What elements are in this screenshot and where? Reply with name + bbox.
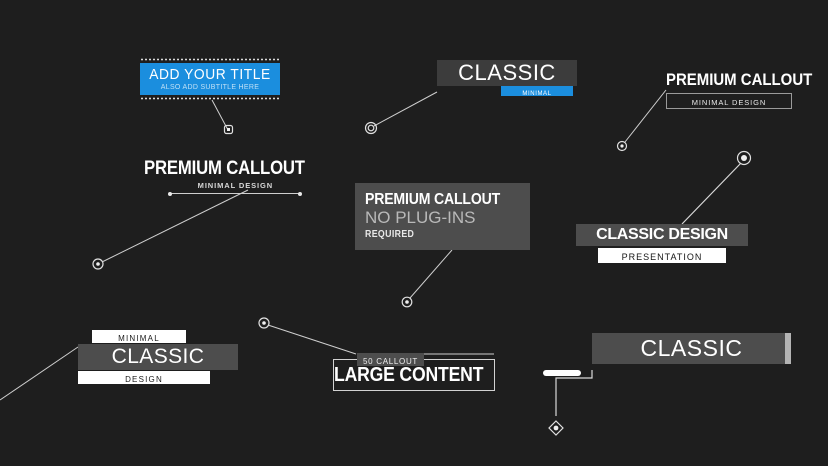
center-box-line1: PREMIUM CALLOUT [365,191,501,208]
callout-premium-left[interactable]: PREMIUM CALLOUT MINIMAL DESIGN [144,158,327,196]
classic-design-bar: CLASSIC DESIGN [576,224,748,246]
dotted-rule-bottom [140,97,280,100]
callout-minimal-stack[interactable]: MINIMAL CLASSIC DESIGN [78,330,238,384]
presentation-bar: PRESENTATION [598,248,726,263]
classic-bar-accent [785,333,791,364]
premium-left-connector [92,189,249,270]
stack-bottom-bar: DESIGN [78,371,210,384]
large-content-box: LARGE CONTENT [333,359,495,391]
classic-bar-connector [548,370,593,436]
center-box-line2: NO PLUG-INS [365,208,476,227]
classic-bar-pill [543,370,581,376]
premium-right-subtitle-box: MINIMAL DESIGN [666,93,792,109]
premium-left-title: PREMIUM CALLOUT [144,158,305,179]
stack-top-bar: MINIMAL [92,330,186,343]
large-content-tag-text: 50 CALLOUT [363,357,419,366]
blue-subtitle-text: ALSO ADD SUBTITLE HERE [160,84,260,91]
rule-dot-left [168,191,173,196]
dotted-rule-top [140,58,280,61]
callout-classic-minimal[interactable]: CLASSIC MINIMAL [437,60,577,97]
premium-left-rule [168,191,303,196]
presentation-text: PRESENTATION [621,252,703,262]
stack-bottom-text: DESIGN [125,375,163,384]
minimal-badge-text: MINIMAL [522,91,552,97]
minimal-badge: MINIMAL [501,86,573,97]
stack-top-text: MINIMAL [118,334,160,343]
premium-right-title: PREMIUM CALLOUT [666,70,813,89]
large-content-title: LARGE CONTENT [334,364,484,386]
classic-title-text: CLASSIC [458,60,556,85]
callout-classic-design[interactable]: CLASSIC DESIGN PRESENTATION [576,224,748,263]
premium-right-subtitle: MINIMAL DESIGN [691,98,767,107]
center-box-line3: REQUIRED [365,229,415,240]
callout-blue-title[interactable]: ADD YOUR TITLE ALSO ADD SUBTITLE HERE [140,58,280,100]
classic-minimal-connector [364,91,438,135]
classic-design-title: CLASSIC DESIGN [596,226,728,243]
large-content-connector [258,317,494,355]
classic-bar-panel: CLASSIC [592,333,791,364]
classic-bar: CLASSIC [437,60,577,86]
callout-premium-right[interactable]: PREMIUM CALLOUT MINIMAL DESIGN [666,70,828,109]
classic-design-connector [681,150,752,225]
callout-large-content[interactable]: 50 CALLOUT LARGE CONTENT [333,353,495,391]
blue-title-text: ADD YOUR TITLE [149,66,271,83]
stack-middle-text: CLASSIC [111,345,205,368]
premium-right-connector [616,89,667,152]
callout-classic-bar[interactable]: CLASSIC [543,333,791,376]
blue-title-box[interactable]: ADD YOUR TITLE ALSO ADD SUBTITLE HERE [140,63,280,95]
rule-dot-right [298,191,303,196]
stack-middle-bar: CLASSIC [78,344,238,370]
blue-title-connector [211,99,234,135]
center-box-connector [401,249,453,308]
large-content-tag: 50 CALLOUT [357,353,425,366]
callout-center-box[interactable]: PREMIUM CALLOUT NO PLUG-INS REQUIRED [355,183,530,250]
premium-left-subtitle: MINIMAL DESIGN [197,181,274,190]
classic-bar-title: CLASSIC [640,335,743,361]
